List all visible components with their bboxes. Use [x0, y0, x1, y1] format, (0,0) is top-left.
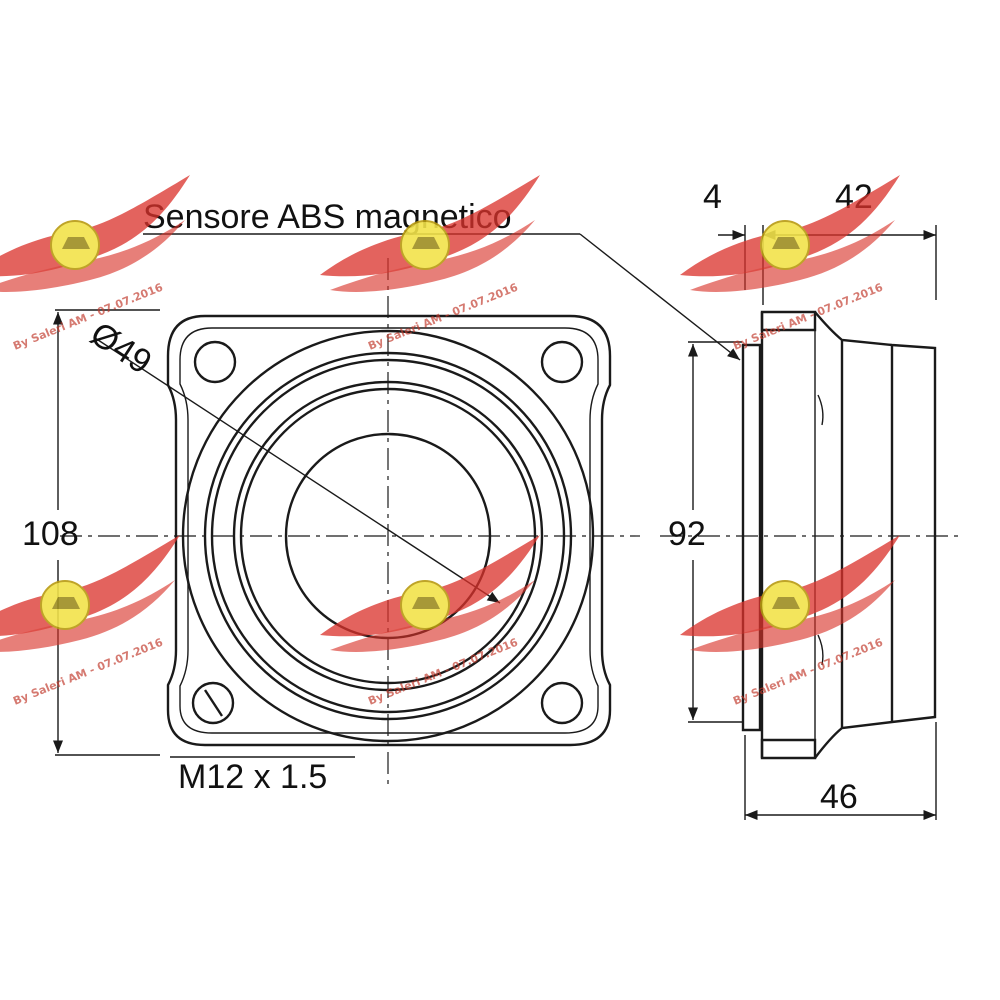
- abs-ring: [741, 343, 762, 732]
- dim-46-label: 46: [820, 778, 858, 816]
- inner-race-outer: [232, 380, 544, 692]
- watermark-group: By Saleri AM - 07.07.2016 By Saleri AM -…: [0, 174, 901, 708]
- dim-108-label: 108: [22, 515, 79, 553]
- thread-marker: [203, 689, 224, 717]
- front-view: Ø49 108 M12 x 1.5: [22, 258, 640, 796]
- inner-race-inner: [239, 387, 537, 685]
- flange-bottom-edge: [760, 738, 817, 760]
- bore-diameter-leader: [94, 337, 501, 604]
- watermark-logo-6: [679, 534, 901, 653]
- bolt-hole-top-right: [540, 340, 584, 384]
- threaded-hole-bottom-left: [191, 681, 235, 725]
- seal-ring-outer: [203, 351, 573, 721]
- side-body-outline: [760, 311, 937, 759]
- flange-outline-inner: [179, 327, 599, 734]
- outer-race-ring: [181, 329, 595, 743]
- thread-label: M12 x 1.5: [178, 758, 327, 796]
- dim-92-label: 92: [668, 515, 706, 553]
- abs-sensor-leader: [579, 233, 741, 361]
- break-mark-bottom: [817, 634, 824, 666]
- bolt-hole-bottom-right: [540, 681, 584, 725]
- flange-outline: [166, 314, 612, 747]
- side-view: 92 4 42 46: [660, 178, 960, 821]
- dim-4-label: 4: [703, 178, 722, 216]
- break-mark-top: [817, 394, 824, 426]
- seal-ring-inner: [210, 358, 566, 714]
- bolt-hole-top-left: [193, 340, 237, 384]
